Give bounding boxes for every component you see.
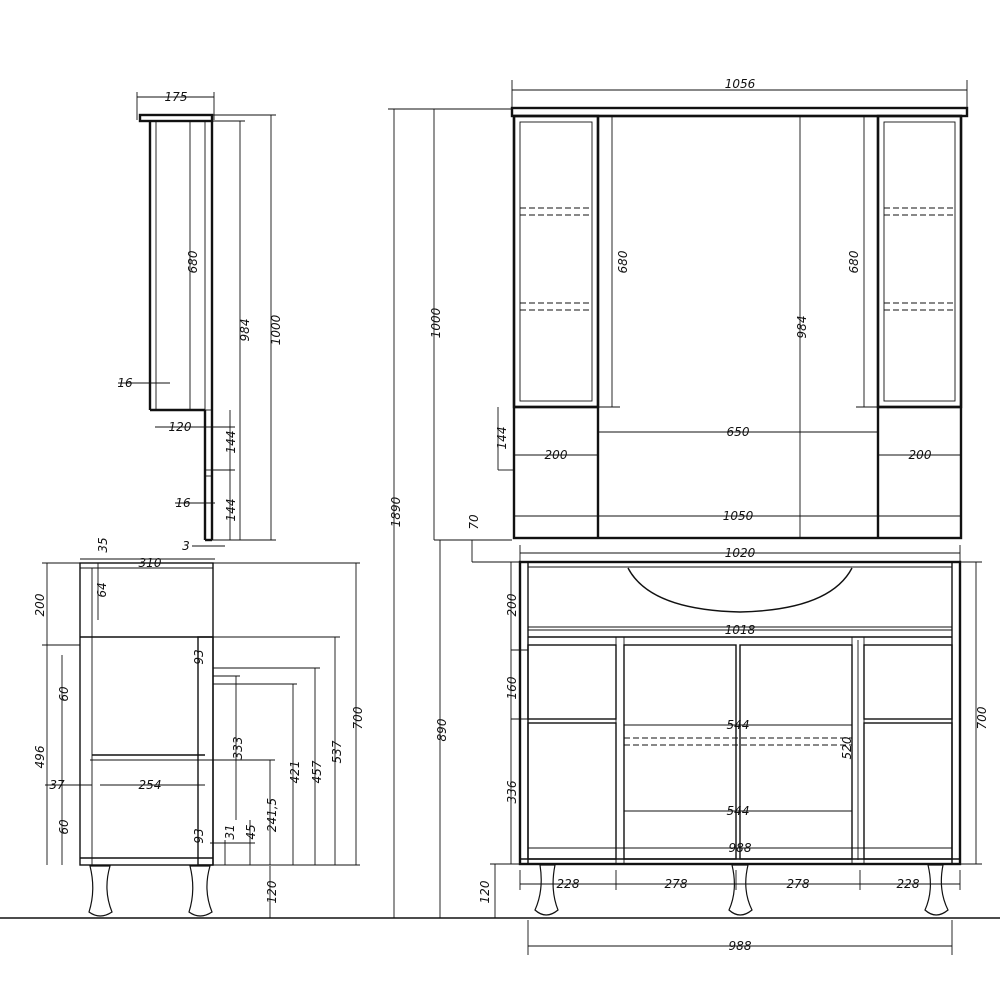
dim-vanity-back-offset: 37 [49, 778, 65, 792]
dim-front-mirror-left-cabinet: 200 [545, 448, 568, 462]
dim-side-mirror-inner-height: 984 [238, 319, 252, 342]
dim-vanity-top-lip: 35 [96, 537, 110, 552]
overall-height-dimensions [388, 108, 512, 918]
dim-vanity-leg-height: 120 [265, 880, 279, 903]
dim-vanity-shelf-height: 241,5 [265, 798, 279, 832]
dim-vanity-side-gap: 60 [57, 686, 71, 702]
dim-front-section-2: 278 [665, 877, 688, 891]
front-view-mirror-cabinet [497, 80, 969, 540]
dim-vanity-total-height: 890 [435, 718, 449, 741]
dim-side-mirror-drawer-2: 144 [224, 499, 238, 522]
dim-front-drawer-height: 160 [505, 676, 519, 699]
side-view-vanity [42, 558, 360, 918]
dim-vanity-depth: 310 [139, 556, 162, 570]
dim-vanity-counter-offset: 64 [95, 582, 109, 597]
dim-overall-height: 1890 [389, 496, 403, 527]
dim-vanity-sink-height: 200 [33, 593, 47, 616]
dim-vanity-small-1: 31 [223, 824, 237, 839]
dim-vanity-h-537: 537 [330, 740, 344, 763]
dim-mirror-gap: 70 [467, 514, 481, 530]
dim-mirror-mount-height: 1000 [429, 307, 443, 338]
dim-side-mirror-drawer-1: 144 [224, 431, 238, 454]
dim-vanity-height: 700 [351, 706, 365, 729]
dim-side-mirror-panel: 16 [117, 376, 133, 390]
dim-side-mirror-bottom-depth: 120 [169, 420, 192, 434]
dim-front-inner-height: 520 [840, 736, 854, 759]
dim-front-sink-height: 200 [505, 593, 519, 616]
dim-side-mirror-depth: 175 [165, 90, 188, 104]
dim-side-mirror-total-height: 1000 [269, 314, 283, 345]
dim-front-mirror-shelf-right: 680 [847, 250, 861, 273]
dim-vanity-hinge-2: 93 [192, 828, 206, 843]
dim-vanity-top-width: 1020 [725, 546, 756, 560]
dim-vanity-door-height: 496 [33, 745, 47, 768]
dim-side-mirror-shelf-height: 680 [186, 250, 200, 273]
dim-vanity-h-421: 421 [288, 761, 302, 784]
dim-front-base-inner: 988 [729, 841, 752, 855]
dim-side-mirror-shelf-thick: 16 [175, 496, 191, 510]
dim-vanity-small-2: 45 [244, 824, 258, 839]
dim-mirror-width: 1056 [725, 77, 756, 91]
dim-vanity-inner-width: 1018 [725, 623, 756, 637]
dim-front-leg-height: 120 [478, 880, 492, 903]
dim-front-section-3: 278 [787, 877, 810, 891]
dim-front-shelf-width-upper: 544 [727, 718, 750, 732]
dim-vanity-lower-gap: 60 [57, 819, 71, 835]
dim-front-shelf-width-lower: 544 [727, 804, 750, 818]
dim-front-section-1: 228 [557, 877, 580, 891]
dim-front-mirror-mirror: 650 [727, 425, 750, 439]
dim-vanity-hinge-span: 333 [231, 737, 245, 760]
dim-front-lower-height: 336 [505, 780, 519, 803]
dim-vanity-h-457: 457 [310, 760, 324, 783]
side-view-mirror-cabinet [118, 92, 276, 547]
dim-front-height: 700 [975, 706, 989, 729]
dim-front-mirror-base: 1050 [723, 509, 754, 523]
dim-front-base-width: 988 [729, 939, 752, 953]
dim-front-section-4: 228 [897, 877, 920, 891]
dim-front-mirror-inner: 984 [795, 316, 809, 339]
front-view-vanity [471, 540, 982, 955]
dim-vanity-shelf-depth: 254 [139, 778, 162, 792]
dim-front-mirror-drawer: 144 [495, 427, 509, 450]
dim-vanity-hinge-1: 93 [192, 649, 206, 664]
dim-front-mirror-shelf-left: 680 [616, 250, 630, 273]
dim-side-mirror-gap: 3 [182, 539, 190, 553]
dim-front-mirror-right-cabinet: 200 [909, 448, 932, 462]
